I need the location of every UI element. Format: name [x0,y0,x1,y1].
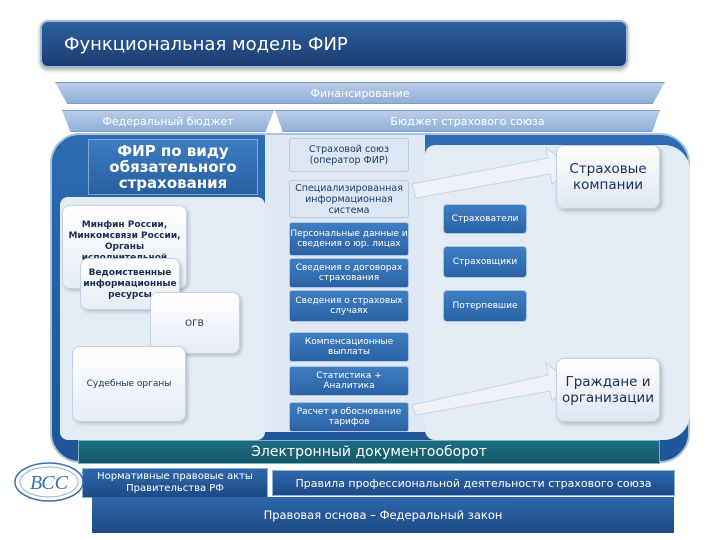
union-budget-label: Бюджет страхового союза [390,114,545,128]
role-label: Страховщики [452,257,518,267]
role-policyholders: Страхователи [443,204,527,234]
government-acts-label: Нормативные правовые акты Правительства … [97,471,253,494]
operator-label: Страховой союз (оператор ФИР) [308,144,390,166]
stack-item-label: Компенсационные выплаты [304,337,394,357]
stack-item-label: Персональные данные и сведения о юр. лиц… [290,229,408,249]
system-box: Специализированная информационная систем… [289,180,409,218]
insurers-label: Страховые компании [569,161,647,193]
vss-logo: ВСС [12,460,86,504]
legal-base-label: Правовая основа – Федеральный закон [263,508,503,522]
insurers-card: Страховые компании [556,145,660,209]
stack-item-contracts: Сведения о договорах страхования [289,258,409,288]
fir-title: ФИР по виду обязательного страхования [109,142,237,192]
role-insurers: Страховщики [443,246,527,278]
citizens-label: Граждане и организации [562,374,654,406]
arrow-to-insurers-icon [411,146,575,199]
page-title: Функциональная модель ФИР [40,20,628,68]
professional-rules-label: Правила профессиональной деятельности ст… [295,476,652,490]
stack-item-label: Расчет и обоснование тарифов [296,407,402,427]
role-label: Страхователи [451,214,519,224]
ogv-label: ОГВ [185,319,204,329]
stack-item-insured-events: Сведения о страховых случаях [289,290,409,322]
courts-card: Судебные органы [72,346,186,422]
edo-label: Электронный документооборот [251,444,487,460]
role-victims: Потерпевшие [443,290,527,322]
federal-budget-label: Федеральный бюджет [102,114,234,128]
stack-item-compensation: Компенсационные выплаты [289,332,409,362]
stack-item-label: Сведения о договорах страхования [295,263,403,283]
financing-label: Финансирование [310,86,410,100]
stack-item-statistics: Статистика + Аналитика [289,366,409,396]
role-label: Потерпевшие [452,301,518,311]
stack-item-label: Сведения о страховых случаях [295,296,403,316]
legal-base-band: Правовая основа – Федеральный закон [92,497,674,533]
financing-band: Финансирование [55,82,665,104]
professional-rules-band: Правила профессиональной деятельности ст… [272,470,675,496]
arrow-to-citizens-icon [411,361,575,415]
operator-box: Страховой союз (оператор ФИР) [289,138,409,172]
logo-text: ВСС [30,472,69,494]
stack-item-tariffs: Расчет и обоснование тарифов [289,402,409,432]
fir-title-box: ФИР по виду обязательного страхования [88,139,258,195]
system-label: Специализированная информационная систем… [295,182,403,216]
title-text: Функциональная модель ФИР [64,33,348,55]
stack-item-personal-data: Персональные данные и сведения о юр. лиц… [289,222,409,256]
federal-budget-band: Федеральный бюджет [62,110,274,132]
agency-resources-card: Ведомственные информационные ресурсы [80,258,180,310]
agency-resources-label: Ведомственные информационные ресурсы [83,267,177,300]
courts-label: Судебные органы [86,378,172,389]
union-budget-band: Бюджет страхового союза [275,110,660,132]
citizens-card: Граждане и организации [556,358,660,422]
ogv-card: ОГВ [150,292,240,354]
edo-band: Электронный документооборот [78,440,660,464]
stack-item-label: Статистика + Аналитика [316,371,382,391]
government-acts-band: Нормативные правовые акты Правительства … [82,468,268,498]
